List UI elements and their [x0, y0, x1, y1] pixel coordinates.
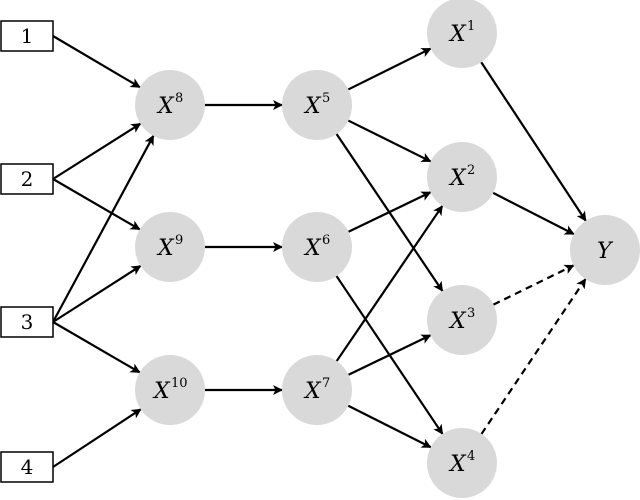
edge-in2-to-X8 [52, 122, 142, 180]
edge-X6-to-X2 [348, 191, 432, 233]
edge-X3-to-Y [492, 264, 575, 306]
node-circle [282, 355, 352, 425]
node-superscript: 2 [467, 163, 475, 178]
node-superscript: 5 [322, 91, 330, 106]
input-box [0, 306, 54, 338]
node-circle [135, 212, 205, 282]
node-circle [427, 142, 497, 212]
input-box [0, 451, 54, 483]
node-circle [135, 355, 205, 425]
edge-in3-to-X9 [52, 264, 142, 323]
edge-X7-to-X4 [347, 404, 432, 449]
node-label: X [448, 22, 467, 47]
edge-in3-to-X10 [52, 321, 141, 374]
edge-X5-to-X1 [347, 47, 432, 91]
node-circle [427, 428, 497, 498]
input-label: 2 [21, 167, 34, 191]
node-label: X [448, 309, 467, 334]
input-label: 3 [21, 310, 34, 334]
node-circle [427, 0, 497, 68]
node-superscript: 6 [322, 233, 330, 248]
node-label: X [448, 166, 467, 191]
node-superscript: 3 [467, 306, 475, 321]
node-circle [135, 70, 205, 140]
node-label: X [156, 236, 175, 261]
node-label: X [156, 94, 175, 119]
edge-in3-to-X8 [52, 134, 155, 323]
node-circle [427, 285, 497, 355]
node-superscript: 9 [175, 233, 183, 248]
edge-X7-to-X2 [335, 205, 444, 362]
edge-in2-to-X9 [52, 178, 141, 231]
input-label: 4 [21, 455, 34, 479]
node-label: X [303, 236, 322, 261]
node-y: Y [570, 215, 640, 285]
input-box [0, 163, 54, 195]
node-superscript: 7 [322, 376, 330, 391]
node-label: X [152, 379, 171, 404]
edge-X5-to-X2 [347, 119, 432, 163]
node-label: Y [597, 239, 614, 264]
node-superscript: 1 [467, 19, 475, 34]
node-circle [282, 70, 352, 140]
input-node-4: 4 [0, 451, 54, 483]
edge-X1-to-Y [480, 61, 587, 222]
edge-in1-to-X8 [52, 35, 141, 89]
input-node-2: 2 [0, 163, 54, 195]
input-label: 1 [21, 24, 34, 48]
edge-in4-to-X10 [52, 408, 142, 468]
edge-X2-to-Y [492, 191, 575, 236]
edge-layer [52, 35, 587, 468]
input-node-3: 3 [0, 306, 54, 338]
node-superscript: 10 [171, 376, 188, 391]
input-node-1: 1 [0, 20, 54, 52]
node-label: X [303, 94, 322, 119]
node-circle [282, 212, 352, 282]
edge-X7-to-X3 [348, 334, 432, 376]
input-box [0, 20, 54, 52]
node-superscript: 4 [467, 449, 475, 464]
node-superscript: 8 [175, 91, 183, 106]
node-label: X [303, 379, 322, 404]
node-label: X [448, 452, 467, 477]
node-circle [570, 215, 640, 285]
